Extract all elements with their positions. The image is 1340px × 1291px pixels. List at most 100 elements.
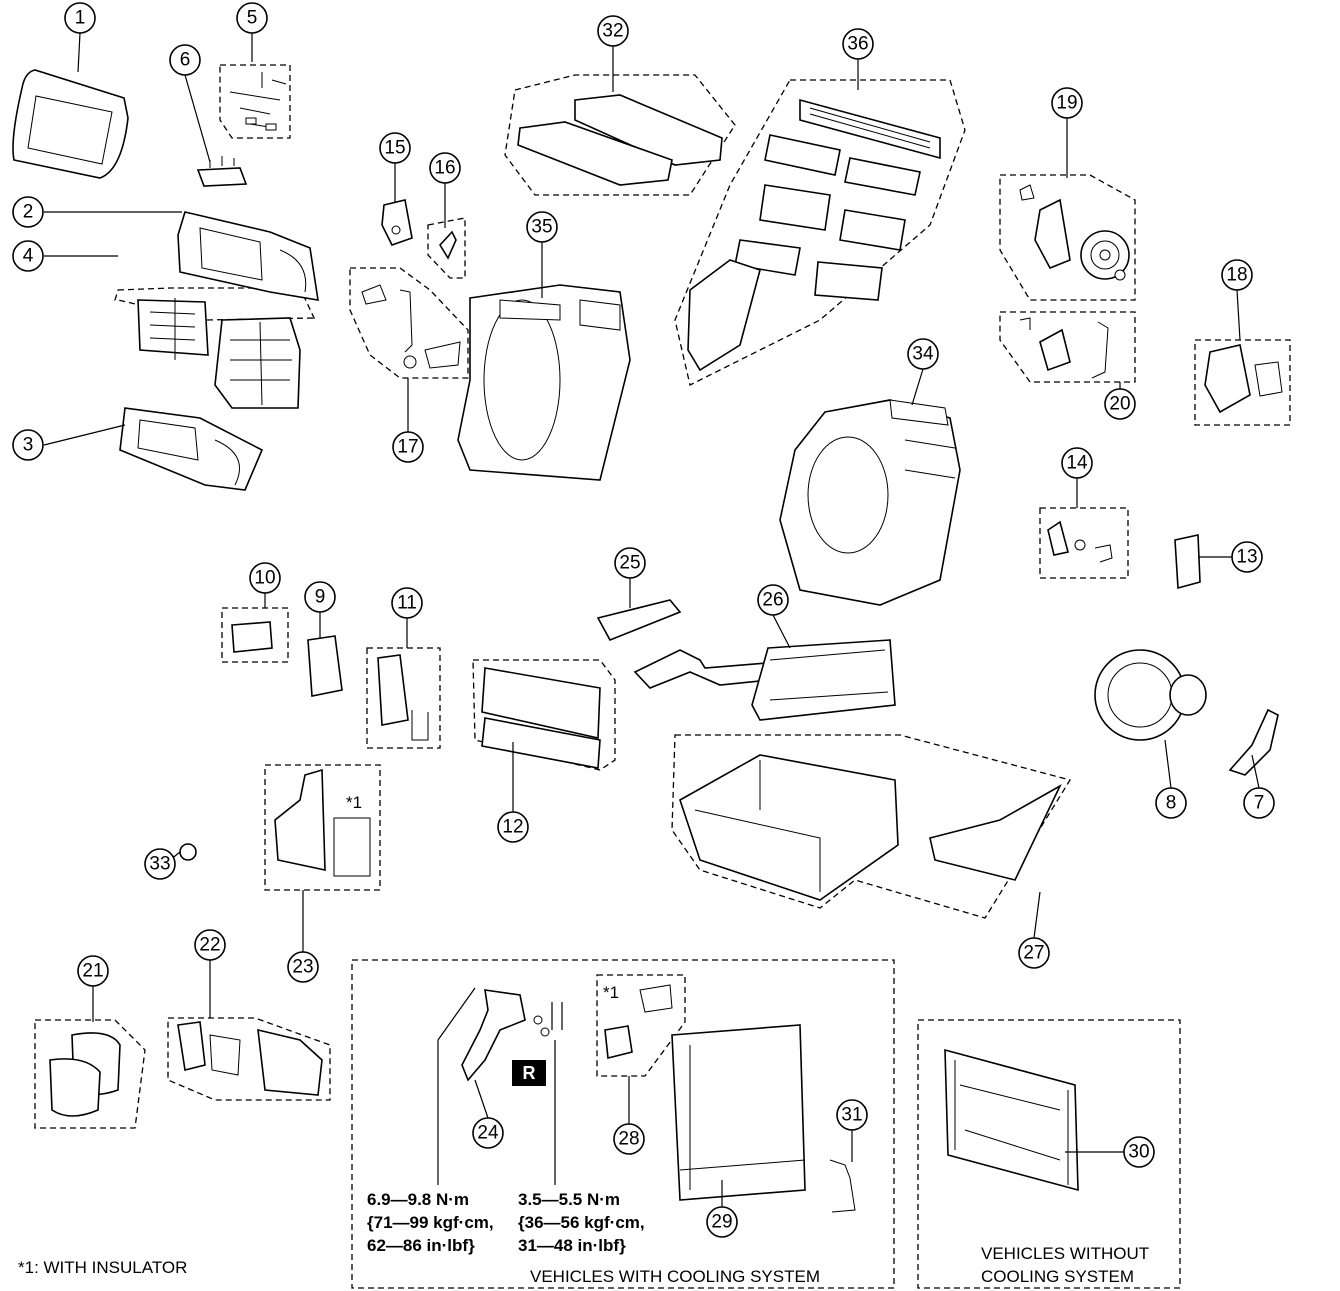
svg-text:18: 18 <box>1226 265 1247 286</box>
replace-badge: R <box>512 1060 546 1086</box>
part-linkage-20 <box>1019 317 1109 379</box>
svg-text:17: 17 <box>397 437 418 458</box>
svg-text:7: 7 <box>1254 793 1265 814</box>
svg-text:{36—56 kgf·cm,: {36—56 kgf·cm, <box>518 1213 645 1232</box>
group-box-18 <box>1194 339 1291 426</box>
callout-34: 34 <box>907 338 939 370</box>
callout-35: 35 <box>526 211 558 243</box>
callout-16: 16 <box>429 152 461 184</box>
svg-text:2: 2 <box>23 202 34 223</box>
callout-30: 30 <box>1123 1136 1155 1168</box>
group-box-16 <box>427 217 466 279</box>
group-label-no-cooling-2: COOLING SYSTEM <box>981 1267 1134 1286</box>
svg-text:31—48 in·lbf}: 31—48 in·lbf} <box>518 1236 626 1255</box>
group-box-27 <box>671 734 1072 919</box>
insulator-mark-23: *1 <box>346 793 362 812</box>
group-box-12 <box>472 659 616 771</box>
svg-text:1: 1 <box>75 8 86 29</box>
part-gasket-32 <box>517 94 723 186</box>
svg-text:3: 3 <box>23 435 34 456</box>
leader-lines <box>43 32 1260 1207</box>
part-actuator-6 <box>196 156 248 187</box>
group-box-32 <box>504 74 736 196</box>
part-bracket-11 <box>377 654 429 741</box>
insulator-mark-28: *1 <box>603 983 619 1002</box>
svg-text:{71—99 kgf·cm,: {71—99 kgf·cm, <box>367 1213 494 1232</box>
callout-19: 19 <box>1051 87 1083 119</box>
callout-3: 3 <box>12 429 44 461</box>
part-power-transistor-9 <box>307 635 343 697</box>
part-clip-33 <box>169 843 197 861</box>
svg-text:13: 13 <box>1236 547 1257 568</box>
callout-22: 22 <box>194 929 226 961</box>
svg-text:32: 32 <box>602 21 623 42</box>
callout-4: 4 <box>12 240 44 272</box>
torque-spec-left: 6.9—9.8 N·m {71—99 kgf·cm, 62—86 in·lbf} <box>367 1190 494 1255</box>
part-linkage-set <box>229 72 287 131</box>
callout-33: 33 <box>144 848 176 880</box>
svg-text:12: 12 <box>502 817 523 838</box>
svg-text:35: 35 <box>531 217 552 238</box>
part-insulator-23 <box>274 768 371 877</box>
svg-text:23: 23 <box>292 957 313 978</box>
group-box-11 <box>366 647 441 749</box>
svg-text:11: 11 <box>397 593 417 614</box>
part-actuator-13 <box>1174 534 1201 590</box>
part-blower-case-34 <box>779 399 961 606</box>
group-label-no-cooling-1: VEHICLES WITHOUT <box>981 1244 1149 1263</box>
callout-36: 36 <box>842 28 874 60</box>
svg-text:34: 34 <box>912 344 934 365</box>
svg-text:4: 4 <box>23 246 34 267</box>
group-box-cooling <box>351 959 895 1289</box>
callout-24: 24 <box>472 1117 504 1149</box>
callout-18: 18 <box>1221 259 1253 291</box>
svg-text:8: 8 <box>1166 793 1177 814</box>
svg-text:29: 29 <box>711 1212 732 1233</box>
svg-text:14: 14 <box>1066 453 1088 474</box>
part-lower-case <box>119 407 264 491</box>
torque-spec-right: 3.5—5.5 N·m {36—56 kgf·cm, 31—48 in·lbf} <box>518 1190 645 1255</box>
svg-text:22: 22 <box>199 935 220 956</box>
part-sensor-31 <box>829 1159 856 1213</box>
group-box-23 <box>264 764 381 891</box>
callout-21: 21 <box>77 955 109 987</box>
svg-text:6: 6 <box>180 50 191 71</box>
callout-14: 14 <box>1061 447 1093 479</box>
svg-text:R: R <box>523 1063 536 1083</box>
svg-text:16: 16 <box>434 158 455 179</box>
callout-26: 26 <box>757 584 789 616</box>
callout-32: 32 <box>597 15 629 47</box>
group-box-4 <box>114 287 317 322</box>
svg-text:27: 27 <box>1023 943 1044 964</box>
group-label-cooling: VEHICLES WITH COOLING SYSTEM <box>530 1267 820 1286</box>
callout-15: 15 <box>379 132 411 164</box>
svg-text:24: 24 <box>477 1123 499 1144</box>
group-box-10 <box>221 607 289 663</box>
part-evaporator-29 <box>671 1024 806 1201</box>
svg-text:33: 33 <box>149 854 170 875</box>
svg-text:36: 36 <box>847 34 868 55</box>
svg-text:62—86 in·lbf}: 62—86 in·lbf} <box>367 1236 475 1255</box>
part-upper-case <box>177 211 319 301</box>
part-filter-frame <box>12 69 129 179</box>
part-pads-21 <box>49 1032 121 1117</box>
svg-text:6.9—9.8 N·m: 6.9—9.8 N·m <box>367 1190 469 1209</box>
group-box-no-cooling <box>917 1019 1181 1289</box>
part-resistor-10 <box>231 621 273 653</box>
svg-text:9: 9 <box>315 587 326 608</box>
svg-text:30: 30 <box>1128 1142 1149 1163</box>
part-pipe-24 <box>461 989 563 1082</box>
callout-7: 7 <box>1243 787 1275 819</box>
svg-text:15: 15 <box>384 138 405 159</box>
part-linkage-14 <box>1047 520 1113 563</box>
svg-text:3.5—5.5 N·m: 3.5—5.5 N·m <box>518 1190 620 1209</box>
svg-text:21: 21 <box>82 961 103 982</box>
callout-1: 1 <box>64 2 96 34</box>
part-blower-motor-8 <box>1094 649 1207 741</box>
part-mode-assembly-19 <box>1019 184 1130 281</box>
part-linkage-17 <box>361 284 461 369</box>
part-actuator-15 <box>381 199 413 246</box>
callout-11: 11 <box>391 587 423 619</box>
callout-17: 17 <box>392 431 424 463</box>
